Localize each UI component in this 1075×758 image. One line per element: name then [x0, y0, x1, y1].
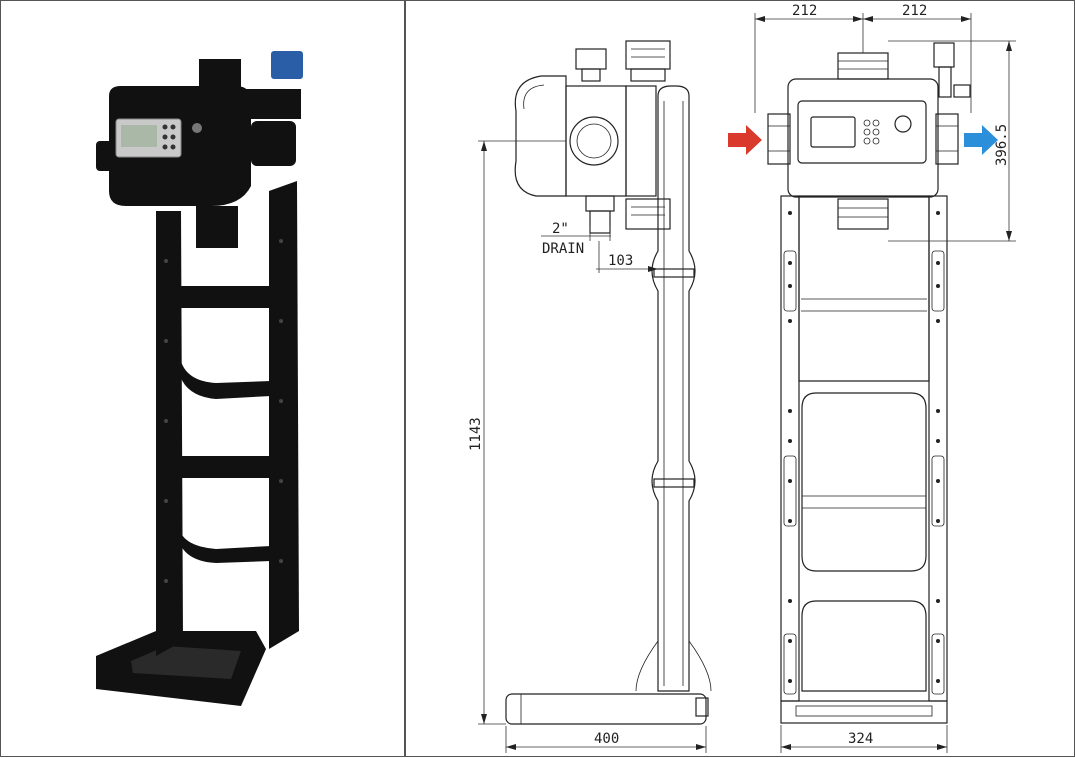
dim-top-left-width: 212: [792, 3, 817, 19]
right-rail: [269, 181, 299, 649]
product-photo: [96, 51, 303, 706]
inlet-arrow: [728, 125, 762, 155]
left-rail: [156, 211, 183, 656]
dim-drain-size: 2": [552, 221, 569, 237]
dim-drain-offset: 103: [608, 253, 633, 269]
technical-drawing: 1143 400 2" DRAIN 103: [468, 3, 1016, 753]
dim-valve-height: 396.5: [994, 124, 1010, 166]
dim-top-right-width: 212: [902, 3, 927, 19]
bottom-pipe: [196, 206, 238, 248]
blue-motor: [271, 51, 303, 79]
front-view-dimensions: 212 212 396.5 324: [754, 3, 1016, 753]
side-view: [505, 40, 712, 725]
ladder-rungs: [176, 286, 274, 563]
drain-label: DRAIN: [542, 241, 584, 257]
control-buttons: [162, 124, 176, 150]
dim-base-depth: 400: [594, 731, 619, 747]
dim-total-height: 1143: [468, 417, 484, 451]
top-pipe: [199, 59, 241, 89]
rail-holes: [164, 239, 283, 583]
indicator-dot: [192, 123, 202, 133]
product-photo-panel: [0, 0, 405, 757]
dim-base-width: 324: [848, 731, 873, 747]
front-view: [728, 42, 998, 724]
technical-drawing-panel: 1143 400 2" DRAIN 103: [405, 0, 1075, 757]
side-view-dimensions: 1143 400 2" DRAIN 103: [468, 140, 707, 753]
lcd-screen: [121, 125, 157, 147]
outlet-arrow: [964, 125, 998, 155]
